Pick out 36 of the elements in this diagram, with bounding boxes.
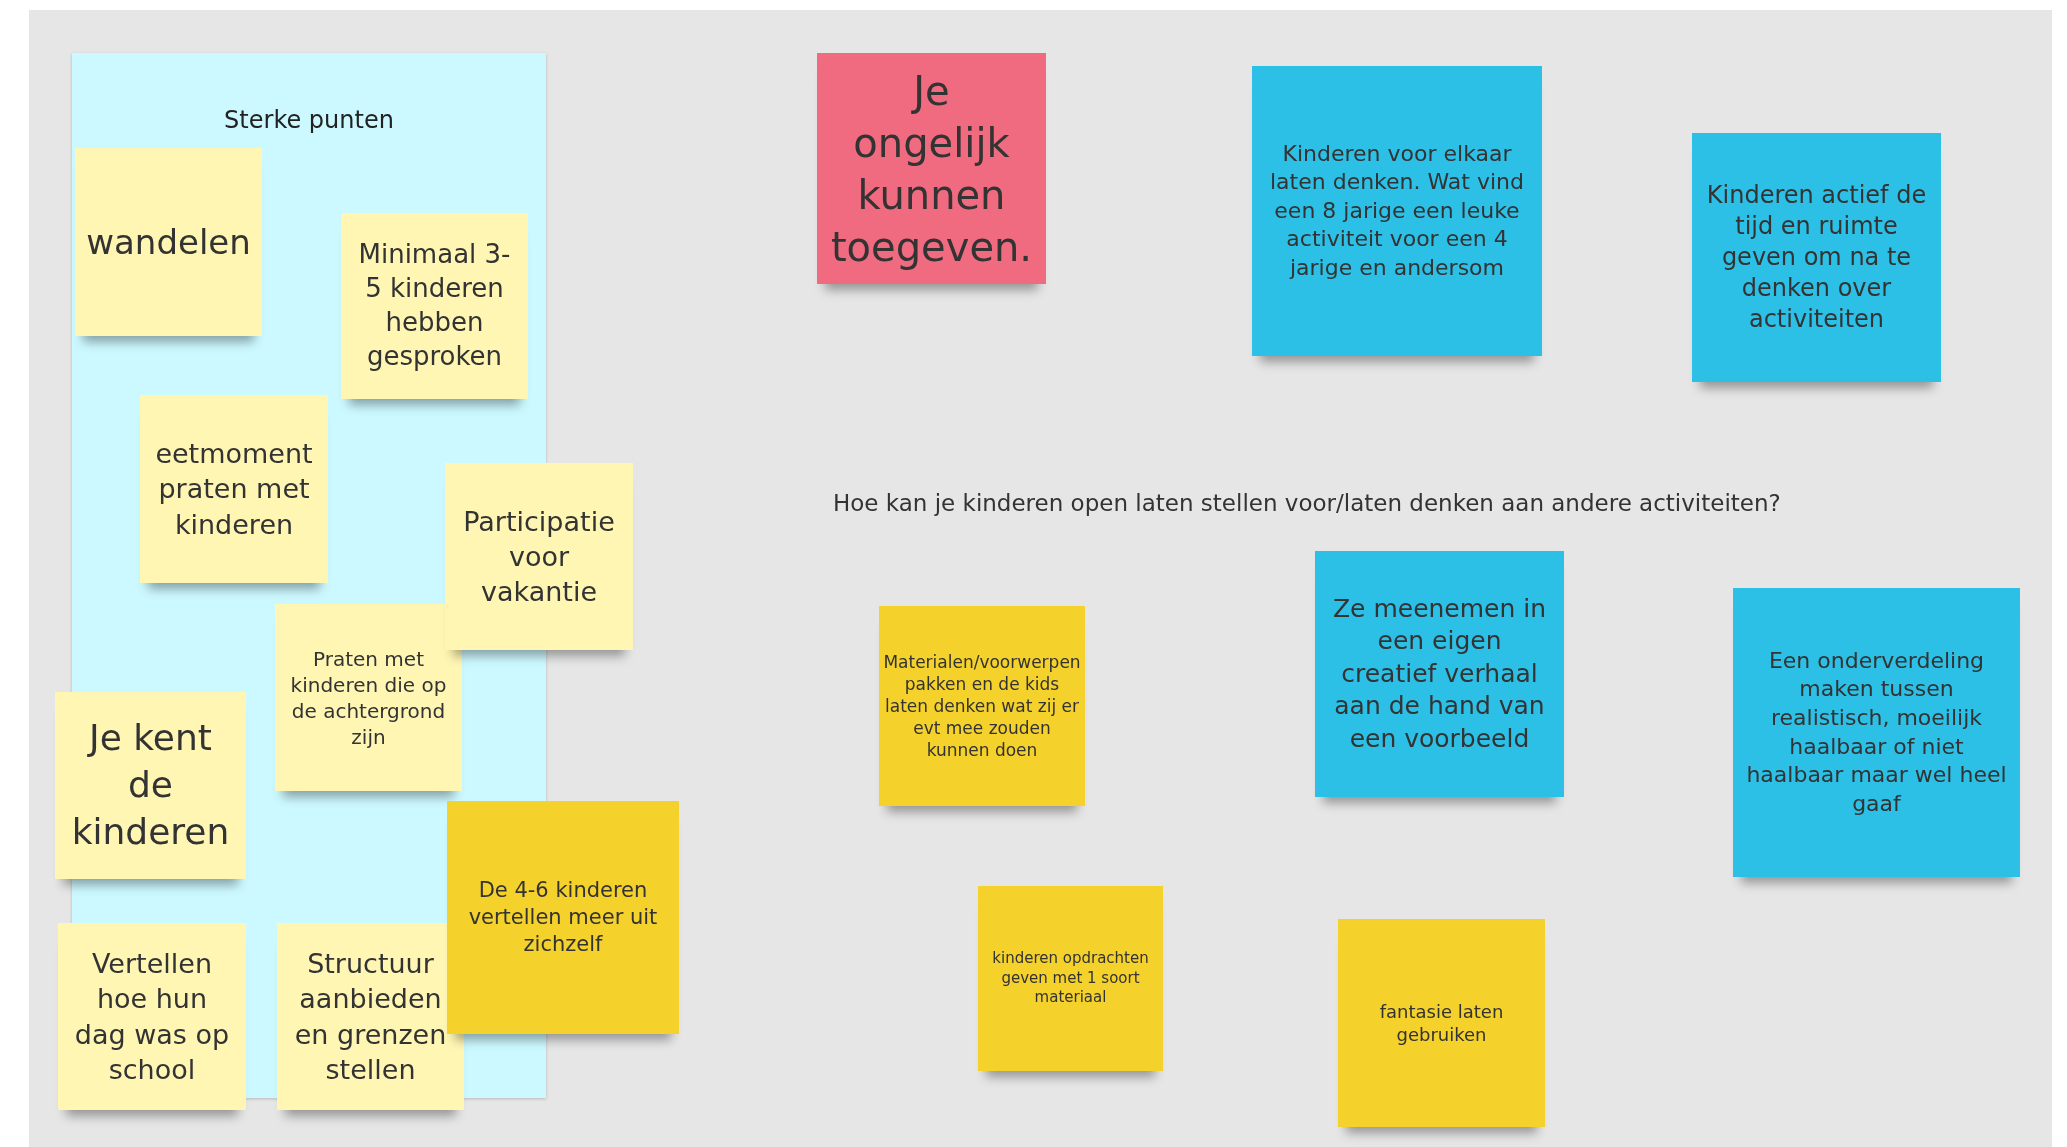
note-text: Je kent de kinderen xyxy=(70,716,231,854)
sticky-note xyxy=(447,801,679,1034)
sticky-note xyxy=(1315,551,1564,797)
note-text: wandelen xyxy=(86,220,251,264)
sticky-note xyxy=(978,886,1163,1071)
note-text: Kinderen voor elkaar laten denken. Wat vind een 8 jarige een leuke activiteit voor een 4 jarige en andersom xyxy=(1268,139,1525,282)
frame-title: Sterke punten xyxy=(223,105,395,136)
note-text: Materialen/voorwerpen pakken en de kids laten denken wat zij er evt mee zouden kunnen doen xyxy=(883,650,1081,762)
sticky-note xyxy=(1692,133,1941,382)
sticky-note xyxy=(277,923,464,1110)
sticky-note xyxy=(58,923,246,1110)
note-text: Praten met kinderen die op de achtergrond zijn xyxy=(289,645,448,750)
sticky-note xyxy=(1733,588,2020,877)
note-text: Kinderen actief de tijd en ruimte geven om na te denken over activiteiten xyxy=(1705,179,1928,336)
sticky-note xyxy=(1338,919,1545,1127)
note-text: fantasie laten gebruiken xyxy=(1378,999,1505,1047)
note-text: Ze meenemen in een eigen creatief verhaal aan de hand van een voorbeeld xyxy=(1331,592,1548,755)
note-text: Minimaal 3-5 kinderen hebben gesproken xyxy=(357,238,512,373)
note-text: Participatie voor vakantie xyxy=(462,504,616,610)
sticky-note xyxy=(1252,66,1542,356)
sticky-note xyxy=(140,395,328,583)
sticky-note xyxy=(275,604,462,791)
sticky-note xyxy=(879,606,1085,806)
note-text: eetmoment praten met kinderen xyxy=(154,437,314,542)
note-text: De 4-6 kinderen vertellen meer uit zichzelf xyxy=(467,876,659,959)
note-text: Je ongelijk kunnen toegeven. xyxy=(829,66,1034,272)
note-text: Structuur aanbieden en grenzen stellen xyxy=(293,947,448,1087)
note-text: Een onderverdeling maken tussen realistisch, moeilijk haalbaar of niet haalbaar maar wel heel gaaf xyxy=(1745,646,2008,818)
sticky-note xyxy=(341,213,528,399)
sticky-note xyxy=(445,463,633,650)
question-text: Hoe kan je kinderen open laten stellen voor/laten denken aan andere activiteiten? xyxy=(833,490,1781,516)
sticky-note xyxy=(75,148,262,336)
sticky-note xyxy=(817,53,1046,284)
note-text: kinderen opdrachten geven met 1 soort materiaal xyxy=(991,949,1150,1008)
note-text: Vertellen hoe hun dag was op school xyxy=(73,947,231,1087)
sticky-note xyxy=(55,692,246,879)
